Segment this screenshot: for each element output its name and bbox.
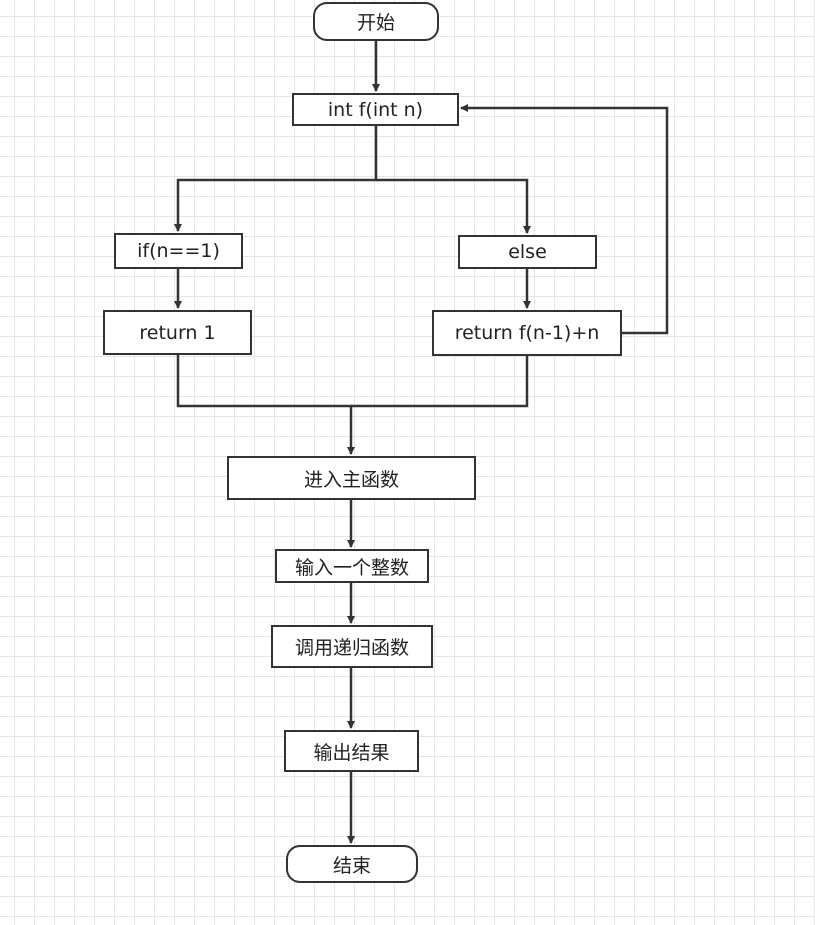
end-terminal: 结束 bbox=[286, 845, 418, 883]
return-one-box: return 1 bbox=[103, 310, 252, 355]
if-condition-label: if(n==1) bbox=[137, 240, 220, 262]
call-recursive-box: 调用递归函数 bbox=[271, 625, 433, 668]
return-recursive-label: return f(n-1)+n bbox=[454, 322, 600, 344]
connector-return-recursive-merge bbox=[351, 356, 529, 408]
connector-func-to-else bbox=[376, 178, 531, 234]
else-label: else bbox=[508, 241, 547, 263]
connector-func-split bbox=[174, 126, 378, 232]
connector-recursion-loop bbox=[460, 104, 669, 335]
end-label: 结束 bbox=[332, 854, 371, 877]
return-one-label: return 1 bbox=[139, 321, 216, 344]
enter-main-box: 进入主函数 bbox=[227, 456, 476, 500]
function-definition-box: int f(int n) bbox=[292, 93, 459, 126]
start-terminal: 开始 bbox=[313, 2, 439, 41]
return-recursive-box: return f(n-1)+n bbox=[432, 310, 622, 356]
start-label: 开始 bbox=[356, 12, 395, 34]
input-integer-box: 输入一个整数 bbox=[275, 549, 429, 583]
output-result-label: 输出结果 bbox=[313, 741, 390, 764]
input-integer-label: 输入一个整数 bbox=[294, 556, 409, 579]
function-definition-label: int f(int n) bbox=[327, 98, 424, 121]
connector-return-one-merge bbox=[176, 355, 355, 455]
enter-main-label: 进入主函数 bbox=[303, 468, 399, 491]
if-condition-box: if(n==1) bbox=[114, 233, 243, 269]
call-recursive-label: 调用递归函数 bbox=[294, 637, 409, 659]
output-result-box: 输出结果 bbox=[284, 730, 419, 772]
else-box: else bbox=[458, 235, 597, 269]
